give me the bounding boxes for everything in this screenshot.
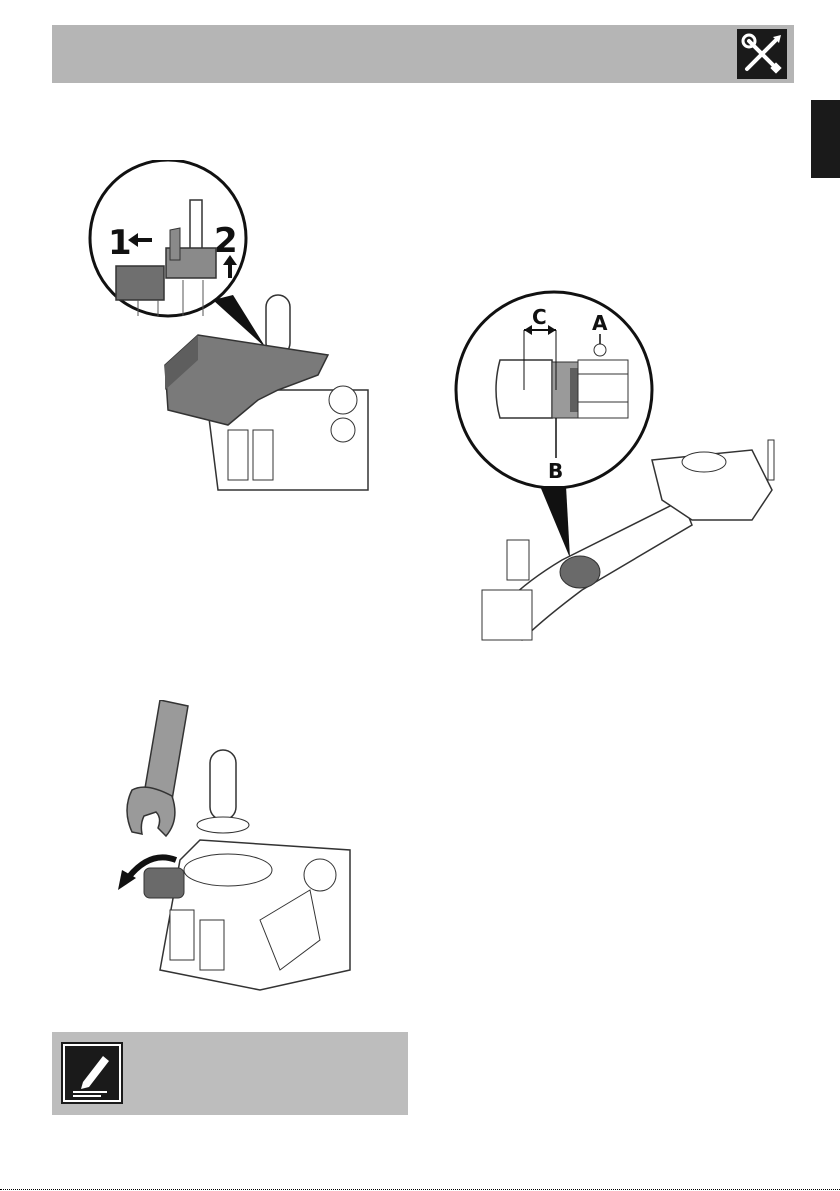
- figure-thermocouple-detail: C A B: [452, 290, 792, 660]
- wrench-icon: [127, 700, 188, 836]
- header-bar: [52, 25, 794, 83]
- figure-wrench: [110, 700, 370, 1000]
- callout-a-label: A: [592, 311, 608, 335]
- pencil-note-icon: [61, 1042, 123, 1104]
- callout-b-label: B: [548, 459, 563, 483]
- tools-icon: [737, 29, 787, 79]
- side-tab: [811, 100, 840, 178]
- callout-c-label: C: [532, 305, 547, 329]
- figure-clip-removal: 1 2: [88, 160, 388, 520]
- page-footer-line: [0, 1189, 840, 1190]
- step-2-label: 2: [214, 221, 238, 261]
- step-1-label: 1: [108, 223, 132, 263]
